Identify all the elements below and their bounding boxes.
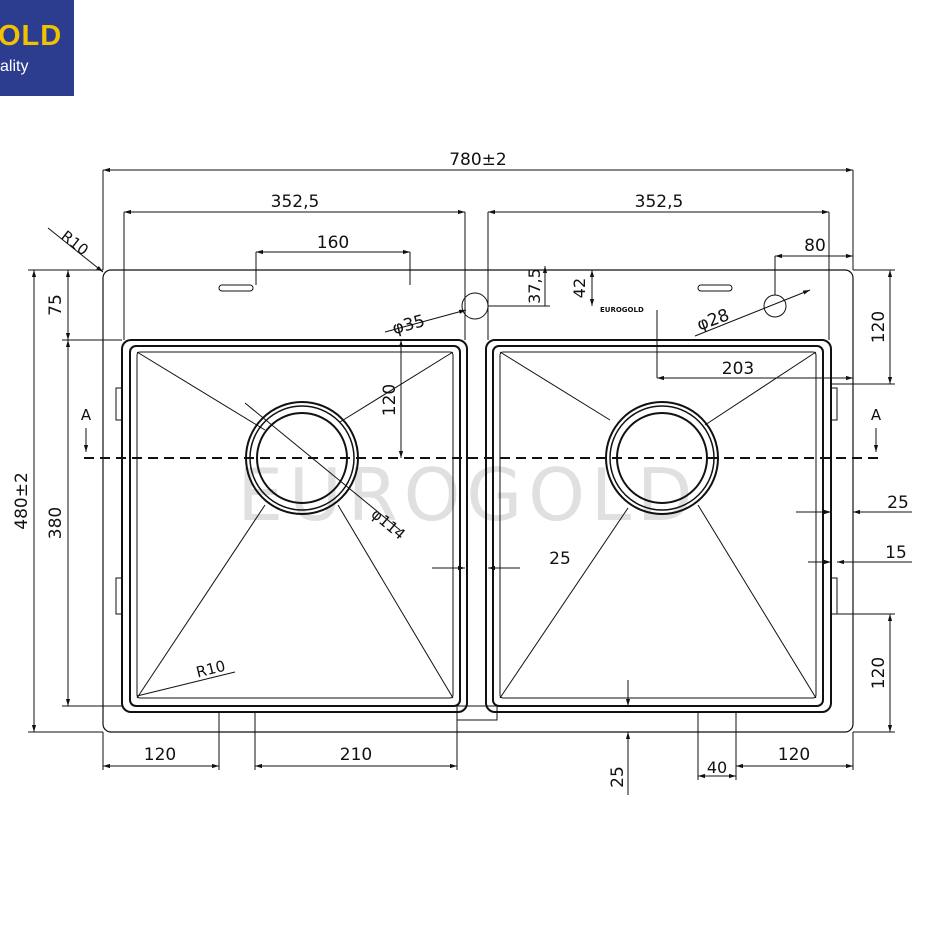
dim-bowl-depth: 380 xyxy=(46,507,66,539)
dim-bowl-left-width: 352,5 xyxy=(271,192,320,212)
sink-outline xyxy=(102,269,854,733)
dim-bottom-25: 25 xyxy=(608,766,628,788)
tap-hole-left xyxy=(461,292,489,320)
watermark-text: EUROGOLD xyxy=(238,453,699,537)
logo-tagline: ality xyxy=(0,58,29,75)
section-label-right: A xyxy=(871,406,882,424)
dim-42: 42 xyxy=(570,278,589,298)
dim-rim-15: 15 xyxy=(885,543,907,563)
left-bowl xyxy=(121,339,468,713)
dim-divider-25: 25 xyxy=(549,549,571,569)
dim-top-75: 75 xyxy=(46,294,66,316)
dim-offset-80: 80 xyxy=(804,236,826,256)
logo-wordmark: OLD xyxy=(0,20,63,52)
dim-corner-radius-outer: R10 xyxy=(58,227,92,259)
dim-corner-radius-inner: R10 xyxy=(194,657,227,682)
dim-bowl-right-width: 352,5 xyxy=(635,192,684,212)
engraved-brand: EUROGOLD xyxy=(600,306,644,314)
dim-bottom-40: 40 xyxy=(707,758,727,777)
brand-logo: OLD ality xyxy=(0,0,74,96)
dim-right-120-bottom: 120 xyxy=(869,657,889,689)
dim-hole-35: φ35 xyxy=(390,311,427,339)
dim-203: 203 xyxy=(722,359,754,379)
slot-left xyxy=(218,284,254,292)
dim-rim-25: 25 xyxy=(887,493,909,513)
section-label-left: A xyxy=(81,406,92,424)
dim-cutout-160: 160 xyxy=(317,233,349,253)
dim-drain-120: 120 xyxy=(380,384,400,416)
dim-bottom-120-left: 120 xyxy=(144,745,176,765)
dim-bottom-120-right: 120 xyxy=(778,745,810,765)
slot-right xyxy=(697,284,733,292)
tap-hole-right xyxy=(763,294,787,318)
dim-overall-depth: 480±2 xyxy=(12,472,32,530)
dim-bottom-210: 210 xyxy=(340,745,372,765)
right-bowl xyxy=(485,339,832,713)
dim-right-120-top: 120 xyxy=(869,311,889,343)
dim-hole-28: φ28 xyxy=(694,305,732,335)
dim-overall-width: 780±2 xyxy=(449,150,507,170)
dim-37-5: 37,5 xyxy=(525,268,544,304)
